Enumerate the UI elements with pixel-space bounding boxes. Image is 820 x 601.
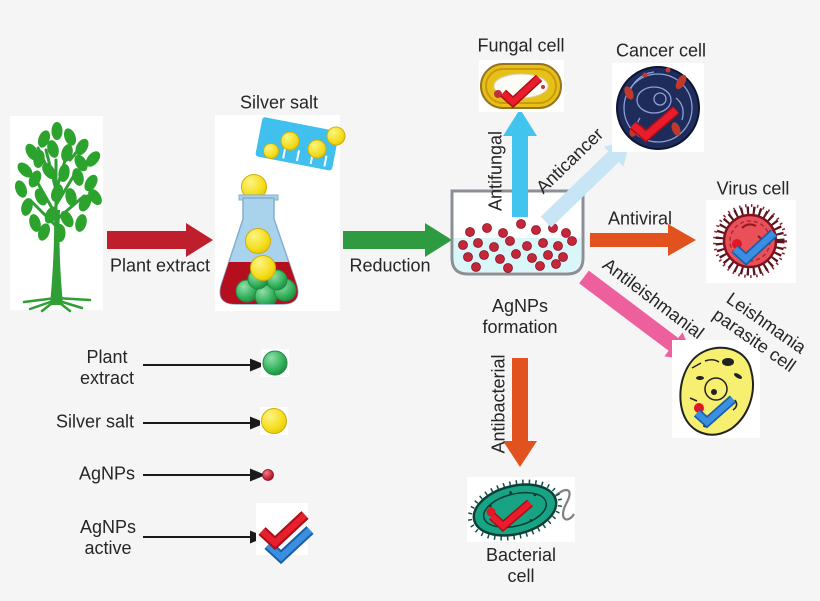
bacterial-cell-icon [467,477,575,542]
antiviral-arrow [590,224,696,256]
fungal-cell-label: Fungal cell [477,35,565,56]
legend-arrows [143,358,266,544]
antiviral-label: Antiviral [607,208,673,229]
red-dot-icon [262,469,274,481]
virus-cell-icon [706,200,796,283]
antibacterial-label: Antibacterial [488,354,509,454]
agnps-dots [458,219,577,273]
antileishmanial-arrow [579,270,696,361]
anticancer-arrow [540,140,631,228]
double-check-icon [256,503,314,565]
cancer-cell-label: Cancer cell [615,40,707,61]
pouring-beaker-icon [255,117,346,171]
silver-salt-flask-icon [215,115,346,311]
legend-label-plant-extract: Plant extract [79,347,135,388]
silver-salt-label: Silver salt [239,92,319,113]
flagellum [552,488,575,521]
legend-label-silver-salt: Silver salt [55,411,135,432]
bacterial-cell-label: Bacterial cell [485,545,557,586]
antifungal-arrow [503,109,537,217]
antibacterial-arrow [503,358,537,467]
leishmania-cell-icon [672,340,760,438]
legend-label-agnps: AgNPs [78,463,136,484]
tree-icon [10,116,103,313]
cancer-cell-icon [612,63,704,152]
yellow-ball-icon [260,407,288,435]
erlenmeyer-flask-icon [219,194,299,305]
agnps-formation-label: AgNPs formation [482,296,558,337]
green-ball-icon [261,349,289,377]
plant-extract-label: Plant extract [109,255,211,276]
antifungal-label: Antifungal [485,130,506,212]
legend-label-agnps-active: AgNPs active [79,517,137,558]
fungal-cell-icon [479,60,564,112]
reduction-label: Reduction [349,255,431,276]
plant-extract-arrow [107,223,213,257]
virus-cell-label: Virus cell [716,178,790,199]
reduction-arrow [343,223,452,257]
